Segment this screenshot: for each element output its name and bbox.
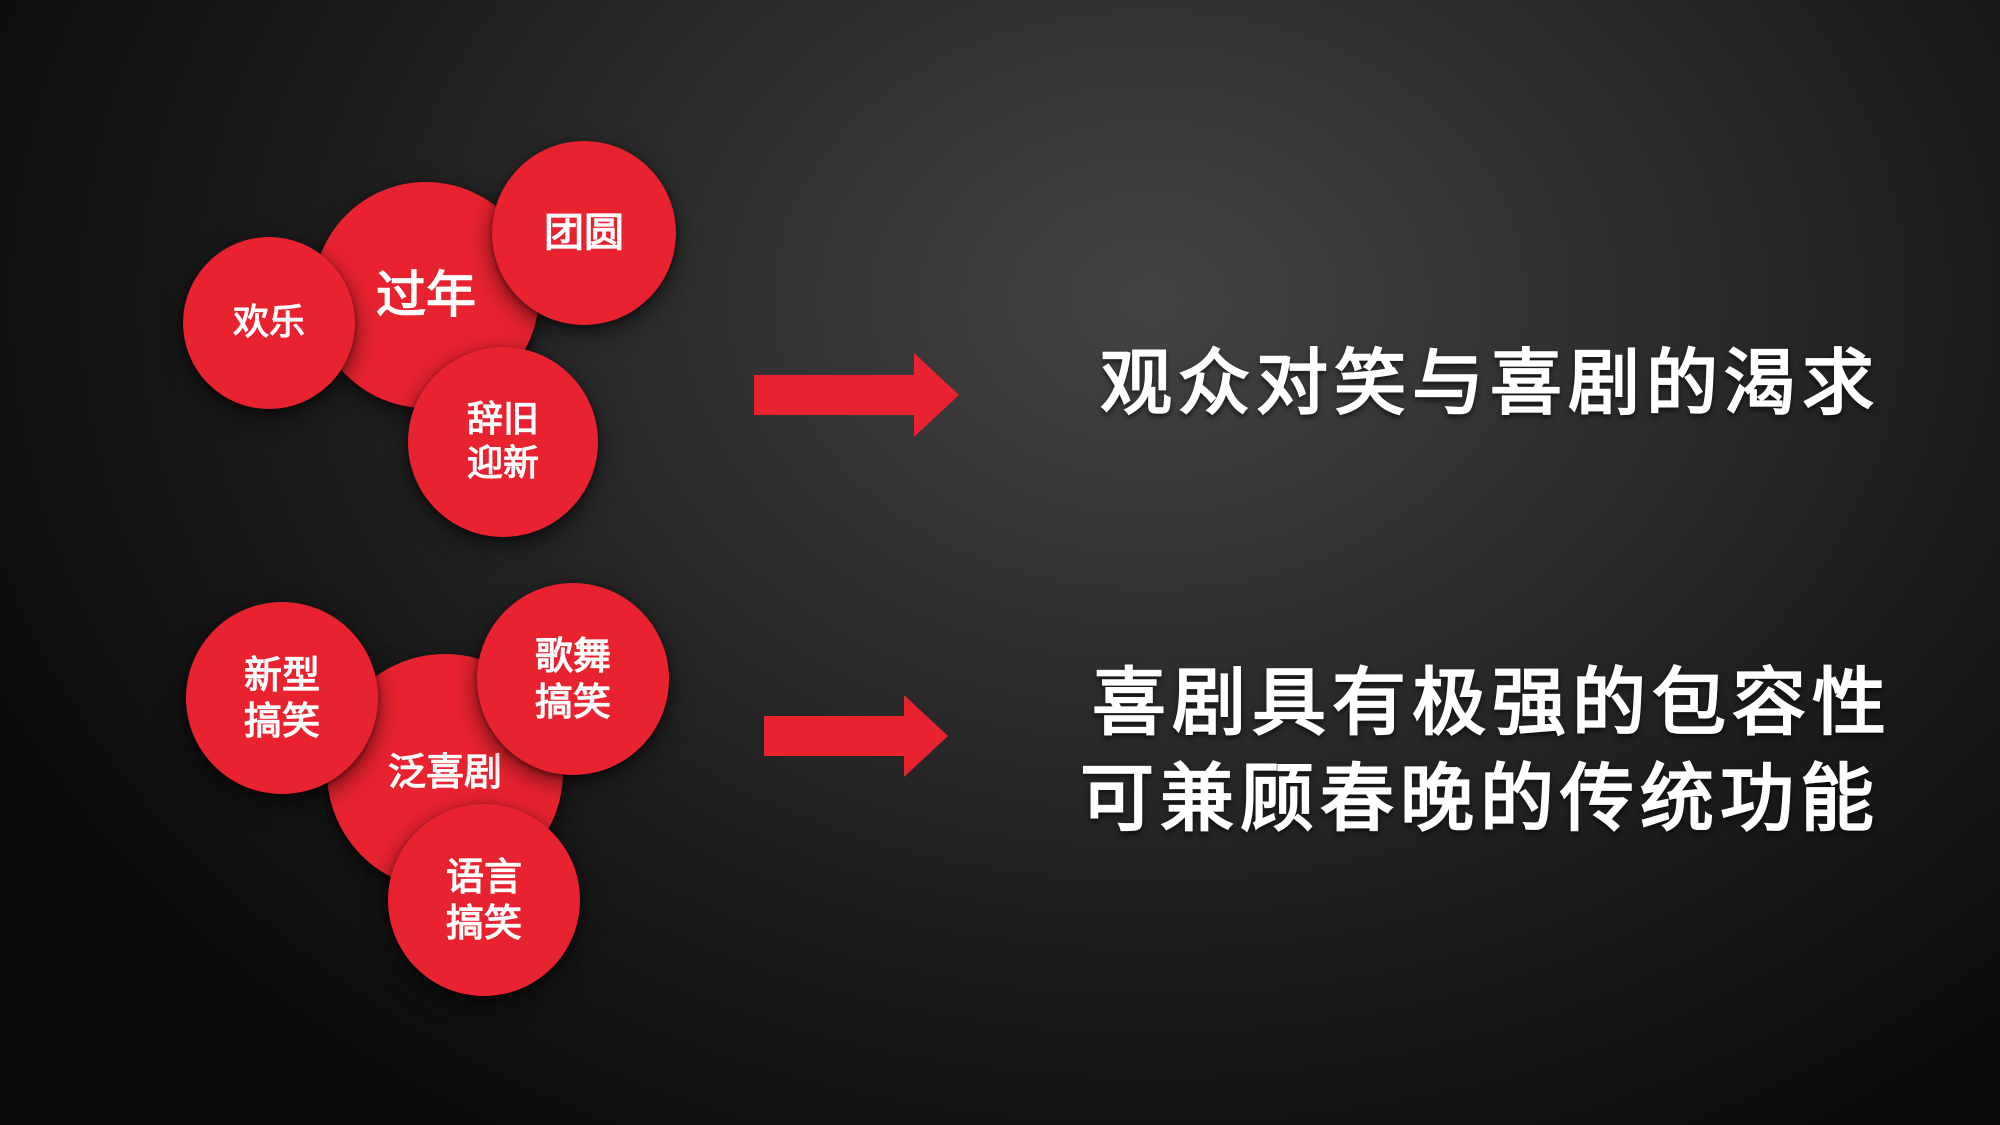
circle-yuyan-gaoxiao: 语言 搞笑 [388,804,580,996]
circle-gewu-gaoxiao: 歌舞 搞笑 [477,583,669,775]
circle-cijiu-yingxin: 辞旧 迎新 [408,347,598,537]
statement-traditional-function: 可兼顾春晚的传统功能 [1080,756,1880,842]
circle-xinxing-gaoxiao: 新型 搞笑 [186,602,378,794]
circle-huanle: 欢乐 [183,237,355,409]
arrow-right-top [754,353,959,437]
circle-tuanyuan: 团圆 [492,141,676,325]
statement-audience-demand: 观众对笑与喜剧的渴求 [1100,341,1881,425]
statement-inclusiveness: 喜剧具有极强的包容性 [1092,660,1892,746]
arrow-right-bottom [764,695,948,777]
